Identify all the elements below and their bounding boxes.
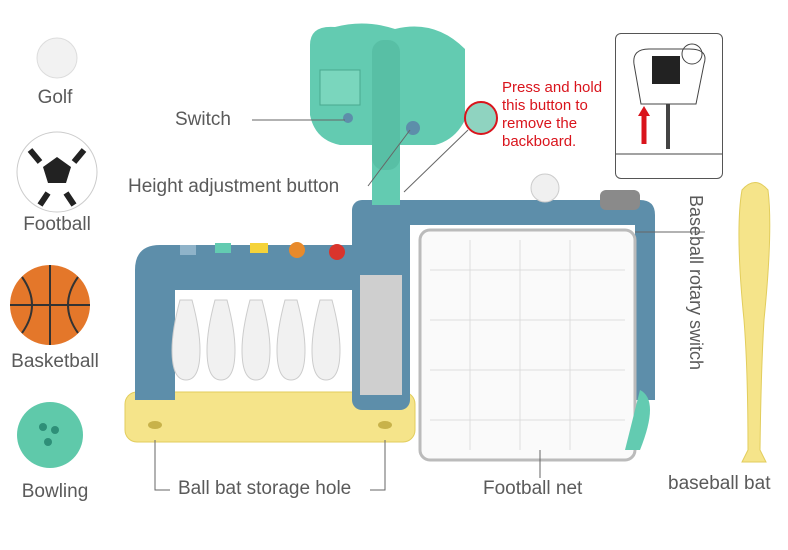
ball-label: Golf: [37, 87, 73, 108]
height-button-callout: Height adjustment button: [128, 176, 340, 197]
golf-ball-icon: [36, 37, 78, 79]
instruction-line: backboard.: [502, 133, 577, 150]
storage-hole-callout: Ball bat storage hole: [178, 478, 352, 499]
rotary-switch-callout: Baseball rotary switch: [686, 195, 706, 371]
press-hold-instruction: Press and hold this button to remove the…: [502, 79, 602, 151]
ball-label: Bowling: [21, 481, 89, 502]
ball-label: Football: [23, 214, 91, 235]
baseball-bat-icon: [738, 182, 771, 463]
instruction-line: remove the: [502, 115, 578, 132]
instruction-line: this button to: [502, 97, 588, 114]
football-net-callout: Football net: [483, 478, 583, 499]
bowling-ball-icon: [17, 402, 83, 468]
switch-callout: Switch: [175, 109, 231, 130]
ball-label: Basketball: [11, 351, 99, 372]
baseball-bat-callout: baseball bat: [668, 473, 771, 494]
backboard-release-button-icon: [464, 101, 498, 135]
instruction-line: Press and hold: [502, 79, 603, 96]
backboard-removal-inset: [615, 33, 723, 179]
